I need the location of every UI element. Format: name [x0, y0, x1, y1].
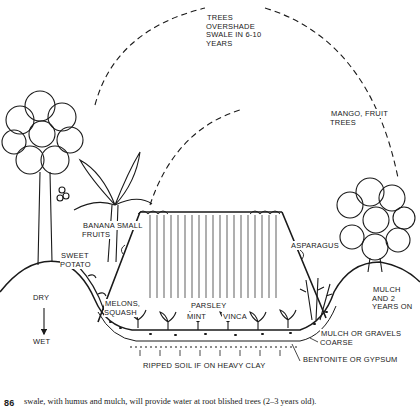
- annotation-label: ASPARAGUS: [290, 242, 350, 251]
- ground-line: [0, 261, 420, 330]
- figure-caption: swale, with humus and mulch, will provid…: [24, 396, 324, 407]
- annotation-label: MULCH OR GRAVELS COARSE: [320, 330, 416, 347]
- annotation-text: DRY: [32, 293, 50, 302]
- annotation-text: 86: [3, 398, 15, 408]
- annotation-label: WET: [32, 338, 62, 347]
- annotation-label: DRY: [32, 294, 62, 303]
- annotation-label: PARSLEY: [190, 302, 230, 311]
- annotation-label: MELONS, SQUASH: [104, 300, 148, 317]
- banana-plant: [74, 152, 152, 262]
- annotation-label: TREES OVERSHADE SWALE IN 6-10 YEARS: [206, 14, 262, 49]
- annotation-label: RIPPED SOIL IF ON HEAVY CLAY: [142, 362, 292, 371]
- annotation-label: SWEET POTATO: [60, 252, 100, 269]
- caption-text: swale, with humus and mulch, will provid…: [24, 396, 316, 406]
- annotation-text: PARSLEY: [190, 301, 227, 310]
- annotation-text: MINT: [186, 312, 207, 321]
- annotation-label: 86: [3, 398, 23, 408]
- annotation-text: TREES OVERSHADE SWALE IN 6-10 YEARS: [206, 13, 261, 48]
- annotation-label: MANGO, FRUIT TREES: [330, 110, 390, 127]
- ripped-soil: [140, 350, 280, 356]
- asparagus-fern: [300, 278, 332, 320]
- climbing-vine: [121, 211, 303, 259]
- annotation-text: VINCA: [222, 312, 248, 321]
- sweet-potato-vine: [78, 266, 106, 310]
- annotation-text: MULCH AND 2 YEARS ON: [372, 285, 413, 311]
- trellis-hatching: [150, 215, 276, 298]
- crop-plants: [130, 310, 296, 330]
- annotation-label: BANANA SMALL FRUITS: [82, 222, 146, 239]
- annotation-text: MELONS, SQUASH: [104, 299, 140, 317]
- annotation-text: MANGO, FRUIT TREES: [330, 109, 388, 127]
- overshade-arc: [95, 8, 205, 105]
- annotation-label: BENTONITE OR GYPSUM: [302, 356, 412, 365]
- overshade-arc: [150, 110, 240, 205]
- annotation-text: RIPPED SOIL IF ON HEAVY CLAY: [142, 361, 266, 370]
- annotation-text: SWEET POTATO: [60, 251, 92, 269]
- annotation-text: BANANA SMALL FRUITS: [82, 221, 143, 239]
- ripped-soil: [130, 346, 300, 347]
- left-tree: [2, 91, 83, 265]
- annotation-text: MULCH OR GRAVELS COARSE: [320, 329, 401, 347]
- ink-drawing: [0, 8, 420, 361]
- annotation-text: BENTONITE OR GYPSUM: [302, 355, 399, 364]
- annotation-label: MINT: [186, 313, 216, 322]
- annotation-text: ASPARAGUS: [290, 241, 340, 250]
- moisture-arrow: [43, 308, 44, 334]
- annotation-label: MULCH AND 2 YEARS ON: [372, 286, 416, 312]
- overshade-arc: [265, 8, 398, 178]
- annotation-label: VINCA: [222, 313, 252, 322]
- annotation-text: WET: [32, 337, 51, 346]
- mango-tree: [337, 178, 415, 272]
